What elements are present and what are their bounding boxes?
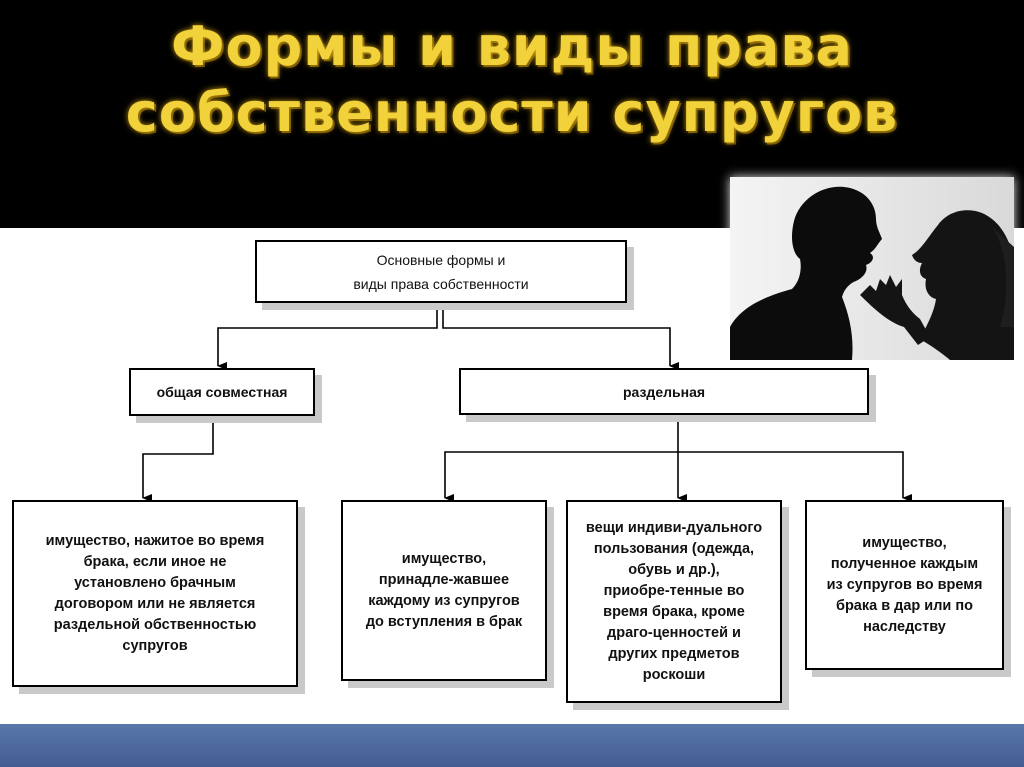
leaf-gift-inheritance: имущество, полученное каждым из супругов…: [805, 500, 1004, 670]
separate-ownership-node: раздельная: [459, 368, 869, 415]
leaf-personal-items: вещи индиви-дуального пользования (одежд…: [566, 500, 782, 703]
arguing-couple-photo: [730, 177, 1014, 360]
leaf-personal-items-text: вещи индиви-дуального пользования (одежд…: [585, 519, 763, 683]
connector-root-left: [217, 304, 438, 370]
separate-ownership-label: раздельная: [622, 383, 706, 400]
connector-separate-leaf2: [444, 451, 678, 502]
leaf-joint-property-text: имущество, нажитое во время брака, если …: [45, 532, 265, 654]
title-line-1: Формы и виды права: [171, 15, 853, 78]
title-line-2: собственности супругов: [125, 81, 899, 144]
root-node-label: Основные формы и виды права собственност…: [353, 251, 529, 292]
connector-separate-leaf4: [678, 451, 912, 502]
connector-root-right: [442, 304, 679, 370]
header-banner: Формы и виды права собственности супруго…: [0, 0, 1024, 228]
leaf-premarital-property: имущество, принадле-жавшее каждому из су…: [341, 500, 547, 681]
leaf-gift-inheritance-text: имущество, полученное каждым из супругов…: [826, 534, 983, 635]
joint-ownership-node: общая совместная: [129, 368, 315, 416]
slide-title: Формы и виды права собственности супруго…: [0, 14, 1024, 146]
couple-silhouette: [730, 177, 1014, 360]
root-node: Основные формы и виды права собственност…: [255, 240, 627, 303]
leaf-joint-property: имущество, нажитое во время брака, если …: [12, 500, 298, 687]
connector-joint-leaf1: [142, 418, 214, 502]
leaf-premarital-property-text: имущество, принадле-жавшее каждому из су…: [365, 550, 523, 630]
joint-ownership-label: общая совместная: [156, 384, 288, 400]
footer-bar: [0, 724, 1024, 767]
